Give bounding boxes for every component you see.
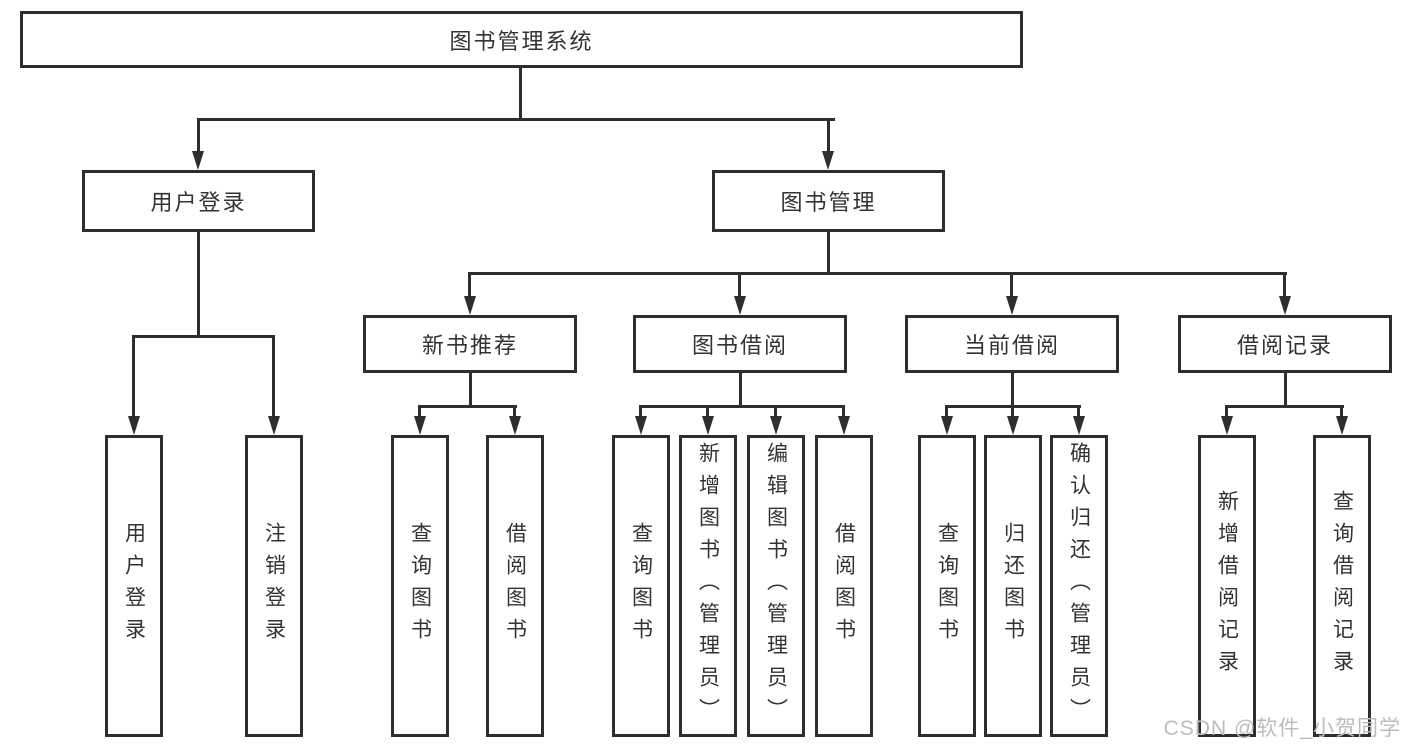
arrow-down [1336, 416, 1348, 435]
arrow-down [192, 151, 204, 170]
arrow-down [1073, 416, 1085, 435]
node-label: 当前借阅 [963, 333, 1060, 358]
node-current-borrowing: 当前借阅 [905, 315, 1119, 373]
watermark-text: CSDN @软件_小贺同学 [1163, 717, 1401, 740]
connector-line [706, 405, 709, 418]
leaf-user-login: 用户登录 [105, 435, 163, 737]
connector-line [774, 405, 777, 418]
node-label: 新书推荐 [421, 333, 518, 358]
node-new-book-recommendation: 新书推荐 [363, 315, 577, 373]
leaf-label: 查询图书 [935, 522, 959, 650]
connector-line [739, 373, 742, 408]
connector-line [468, 272, 471, 298]
leaf-label: 新增借阅记录 [1215, 490, 1239, 682]
connector-line [738, 272, 741, 298]
connector-line [197, 118, 200, 153]
arrow-down [128, 416, 140, 435]
arrow-down [1279, 296, 1291, 315]
connector-line [639, 405, 642, 418]
connector-line [827, 232, 830, 275]
leaf-confirm-return-admin: 确认归还（管理员） [1050, 435, 1108, 737]
connector-line [1225, 405, 1228, 418]
leaf-label: 确认归还（管理员） [1067, 442, 1091, 730]
node-book-management: 图书管理 [712, 170, 945, 232]
connector-line [1284, 373, 1287, 408]
arrow-down [734, 296, 746, 315]
connector-line [513, 405, 516, 418]
leaf-label: 查询图书 [408, 522, 432, 650]
node-book-borrowing: 图书借阅 [633, 315, 847, 373]
arrow-down [770, 416, 782, 435]
node-user-login: 用户登录 [82, 170, 315, 232]
leaf-query-borrow-record: 查询借阅记录 [1313, 435, 1371, 737]
leaf-label: 借阅图书 [503, 522, 527, 650]
arrow-down [635, 416, 647, 435]
node-label: 借阅记录 [1236, 333, 1333, 358]
connector-line [1011, 373, 1014, 408]
leaf-label: 新增图书（管理员） [696, 442, 720, 730]
leaf-query-books-borrowing: 查询图书 [612, 435, 670, 737]
connector-line [418, 405, 517, 408]
leaf-query-books-recommend: 查询图书 [391, 435, 449, 737]
connector-line [1225, 405, 1344, 408]
arrow-down [941, 416, 953, 435]
leaf-add-books-admin: 新增图书（管理员） [679, 435, 737, 737]
leaf-label: 归还图书 [1001, 522, 1025, 650]
connector-line [1010, 272, 1013, 298]
leaf-edit-books-admin: 编辑图书（管理员） [747, 435, 805, 737]
connector-line [519, 67, 522, 121]
node-library-management-system: 图书管理系统 [20, 11, 1023, 68]
connector-line [132, 335, 135, 418]
connector-line [945, 405, 948, 418]
connector-line [197, 118, 835, 121]
node-label: 图书管理系统 [449, 28, 594, 54]
leaf-borrow-books-recommend: 借阅图书 [486, 435, 544, 737]
leaf-label: 注销登录 [262, 522, 286, 650]
leaf-label: 查询借阅记录 [1330, 490, 1354, 682]
node-borrowing-records: 借阅记录 [1178, 315, 1392, 373]
leaf-borrow-books-borrowing: 借阅图书 [815, 435, 873, 737]
leaf-label: 借阅图书 [832, 522, 856, 650]
leaf-label: 编辑图书（管理员） [764, 442, 788, 730]
connector-line [1283, 272, 1286, 298]
connector-line [1340, 405, 1343, 418]
connector-line [197, 232, 200, 338]
connector-line [1077, 405, 1080, 418]
leaf-label: 查询图书 [629, 522, 653, 650]
connector-line [639, 405, 845, 408]
arrow-down [1221, 416, 1233, 435]
connector-line [272, 335, 275, 418]
leaf-label: 用户登录 [122, 522, 146, 650]
connector-line [418, 405, 421, 418]
arrow-down [1006, 296, 1018, 315]
connector-line [1011, 405, 1014, 418]
arrow-down [414, 416, 426, 435]
arrow-down [1007, 416, 1019, 435]
leaf-return-books: 归还图书 [984, 435, 1042, 737]
arrow-down [702, 416, 714, 435]
connector-line [469, 373, 472, 408]
connector-line [132, 335, 275, 338]
node-label: 用户登录 [150, 190, 247, 215]
arrow-down [464, 296, 476, 315]
arrow-down [509, 416, 521, 435]
arrow-down [822, 151, 834, 170]
arrow-down [838, 416, 850, 435]
node-label: 图书管理 [780, 190, 877, 215]
leaf-query-books-current: 查询图书 [918, 435, 976, 737]
connector-line [468, 272, 1287, 275]
node-label: 图书借阅 [691, 333, 788, 358]
connector-line [842, 405, 845, 418]
leaf-logout: 注销登录 [245, 435, 303, 737]
arrow-down [268, 416, 280, 435]
leaf-add-borrow-record: 新增借阅记录 [1198, 435, 1256, 737]
connector-line [827, 118, 830, 153]
